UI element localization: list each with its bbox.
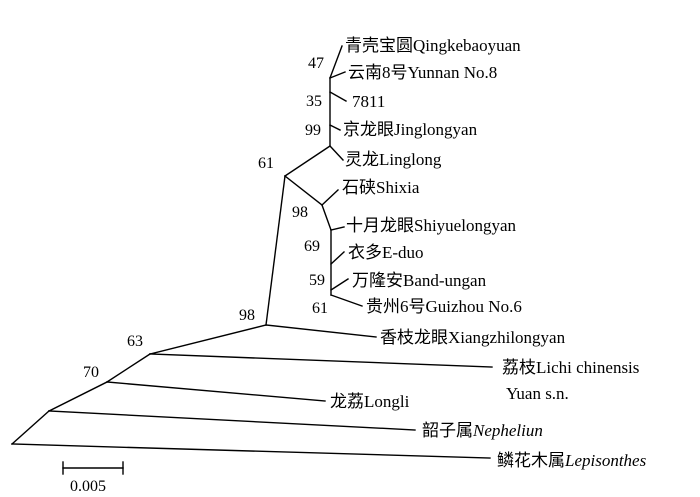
branch-guizhou	[330, 294, 363, 307]
branch-node70-nephelium	[48, 410, 416, 431]
taxon-labels: 青壳宝圆Qingkebaoyuan 云南8号Yunnan No.8 7811 京…	[330, 36, 647, 470]
bootstrap-values: 47 35 99 61 98 69 59 61 98 63 70	[83, 55, 328, 381]
bootstrap-61-top: 61	[258, 155, 274, 172]
taxon-nephelium-latin: Nepheliun	[472, 421, 543, 440]
taxon-shixia: 石硖Shixia	[342, 178, 420, 197]
bootstrap-69: 69	[304, 238, 320, 255]
branch-node98-ingroup	[149, 324, 267, 355]
taxon-longli: 龙荔Longli	[330, 392, 410, 411]
taxon-lepisanthes-cn: 鳞花木属	[497, 451, 565, 470]
branch-node70-node63	[48, 381, 108, 412]
taxon-lichi-line2: Yuan s.n.	[506, 384, 569, 403]
bootstrap-35: 35	[306, 93, 322, 110]
bootstrap-47: 47	[308, 55, 324, 72]
branch-shixia	[321, 189, 339, 206]
branch-node98-cladeB	[321, 204, 332, 231]
taxon-7811: 7811	[352, 92, 385, 111]
taxon-bandungan: 万隆安Band-ungan	[352, 271, 487, 290]
branch-node98-lichi	[149, 353, 493, 368]
taxon-nephelium: 韶子属Nepheliun	[422, 421, 543, 440]
branch-jinglongyan	[329, 124, 341, 131]
scale-bar: 0.005	[62, 461, 124, 495]
tree-branches	[11, 45, 493, 459]
branch-ingroup-xiangzhi	[265, 324, 377, 338]
taxon-lichi-line1: 荔枝Lichi chinensis	[502, 358, 639, 377]
branch-node61-cladeB	[284, 175, 323, 206]
branch-yunnan8	[329, 71, 346, 79]
branch-node63-node98	[106, 353, 151, 383]
branch-node61-cladeA	[284, 145, 331, 177]
bootstrap-63: 63	[127, 333, 143, 350]
taxon-nephelium-cn: 韶子属	[422, 421, 473, 440]
bootstrap-98-root: 98	[239, 307, 255, 324]
taxon-shiyuelongyan: 十月龙眼Shiyuelongyan	[346, 216, 516, 235]
taxon-qingkebaoyuan: 青壳宝圆Qingkebaoyuan	[345, 36, 521, 55]
branch-root-node70	[11, 410, 50, 445]
taxon-guizhou6: 贵州6号Guizhou No.6	[366, 297, 522, 316]
taxon-eduo: 衣多E-duo	[348, 243, 424, 262]
taxon-linglong: 灵龙Linglong	[345, 150, 442, 169]
branch-qingke	[329, 45, 343, 79]
branch-root-lepisanthes	[11, 443, 491, 459]
branch-ingroup-node61	[265, 175, 286, 326]
bootstrap-70: 70	[83, 364, 99, 381]
taxon-yunnan8: 云南8号Yunnan No.8	[348, 63, 497, 82]
branch-eduo	[330, 251, 345, 265]
taxon-lepisanthes-latin: Lepisonthes	[564, 451, 647, 470]
bootstrap-59: 59	[309, 272, 325, 289]
branch-node63-longli	[106, 381, 326, 402]
bootstrap-98-mid: 98	[292, 204, 308, 221]
taxon-jinglongyan: 京龙眼Jinglongyan	[343, 120, 478, 139]
branch-bandungan	[330, 278, 349, 291]
branch-linglong	[329, 145, 344, 161]
taxon-xiangzhilongyan: 香枝龙眼Xiangzhilongyan	[380, 328, 566, 347]
branch-shiyue	[330, 226, 345, 231]
branch-7811	[329, 91, 347, 102]
bootstrap-61-low: 61	[312, 300, 328, 317]
bootstrap-99: 99	[305, 122, 321, 139]
taxon-lepisanthes: 鳞花木属Lepisonthes	[497, 451, 647, 470]
scale-bar-label: 0.005	[70, 478, 106, 495]
